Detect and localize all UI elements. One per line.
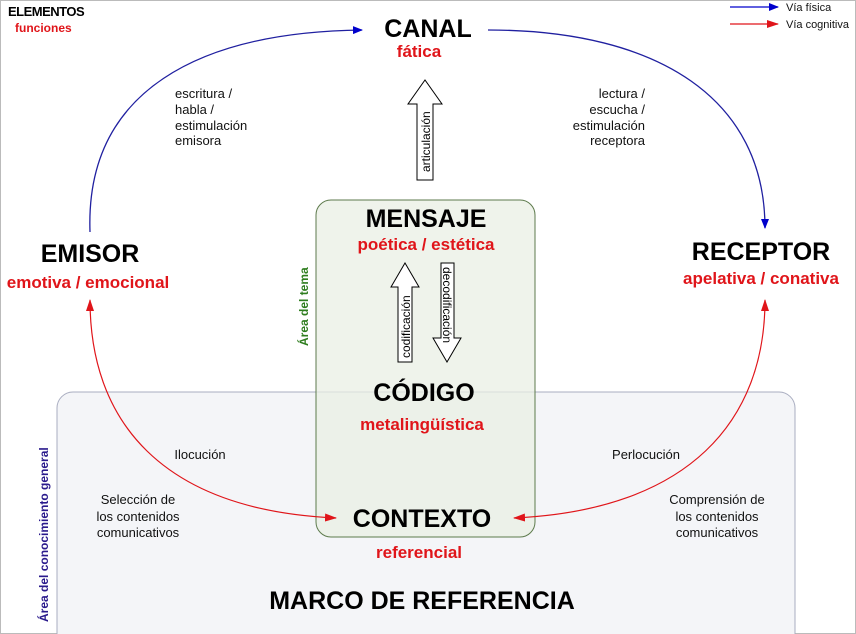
note-line: escucha / <box>589 102 645 117</box>
function-mensaje: poética / estética <box>357 235 495 254</box>
arrow-contexto-emisor <box>86 299 337 522</box>
legend-cognitive: Vía cognitiva <box>786 19 850 31</box>
note-left-bottom: Selección de los contenidos comunicativo… <box>96 492 180 540</box>
note-line: los contenidos <box>675 509 759 524</box>
node-canal: CANAL <box>384 15 472 43</box>
function-emisor: emotiva / emocional <box>7 273 170 292</box>
note-right-top: lectura / escucha / estimulación recepto… <box>573 86 646 148</box>
function-receptor: apelativa / conativa <box>683 269 839 288</box>
note-line: Comprensión de <box>669 492 764 507</box>
arrow-canal-receptor <box>487 29 769 229</box>
codificacion-arrow-icon <box>390 262 420 363</box>
node-contexto: CONTEXTO <box>353 505 491 533</box>
note-line: los contenidos <box>96 509 180 524</box>
label-marco: MARCO DE REFERENCIA <box>269 587 575 615</box>
label-codificacion: codificación <box>399 295 413 358</box>
header-title: ELEMENTOS <box>8 4 85 19</box>
legend-physical: Vía física <box>786 2 832 14</box>
note-right-bottom: Comprensión de los contenidos comunicati… <box>669 492 764 540</box>
note-line: estimulación <box>175 118 247 133</box>
note-line: Selección de <box>101 492 175 507</box>
label-decodificacion: decodificación <box>440 267 454 343</box>
note-line: lectura / <box>599 86 646 101</box>
note-line: escritura / <box>175 86 232 101</box>
node-mensaje: MENSAJE <box>366 205 487 233</box>
node-emisor: EMISOR <box>41 240 140 268</box>
function-contexto: referencial <box>376 543 462 562</box>
note-line: habla / <box>175 102 214 117</box>
note-line: comunicativos <box>97 525 180 540</box>
note-left-top: escritura / habla / estimulación emisora <box>175 86 247 148</box>
function-canal: fática <box>397 42 442 61</box>
note-perlocucion: Perlocución <box>612 447 680 462</box>
note-line: emisora <box>175 133 222 148</box>
articulacion-arrow-icon <box>407 79 443 181</box>
arrow-contexto-receptor <box>513 299 769 522</box>
header-subtitle: funciones <box>15 21 72 35</box>
note-line: estimulación <box>573 118 645 133</box>
note-ilocucion: Ilocución <box>174 447 225 462</box>
decodificacion-arrow-icon <box>432 262 462 363</box>
node-receptor: RECEPTOR <box>692 238 830 266</box>
note-line: receptora <box>590 133 646 148</box>
label-articulacion: articulación <box>419 111 433 172</box>
function-codigo: metalingüística <box>360 415 484 434</box>
label-area-conocimiento: Área del conocimiento general <box>36 447 51 622</box>
node-codigo: CÓDIGO <box>373 377 474 407</box>
arrow-emisor-canal <box>89 26 363 233</box>
note-line: comunicativos <box>676 525 759 540</box>
label-area-tema: Área del tema <box>296 267 311 346</box>
